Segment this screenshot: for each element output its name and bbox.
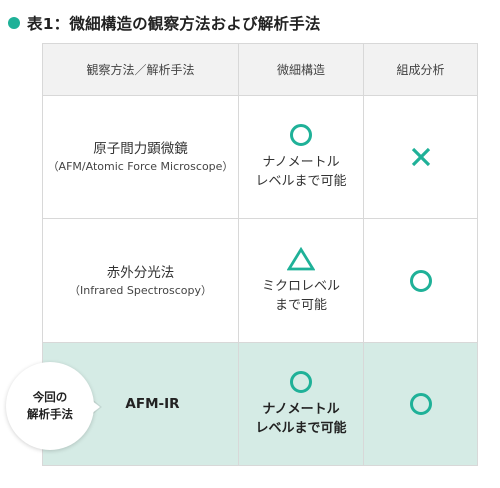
table-row-afmir-structure: ナノメートル レベルまで可能: [239, 343, 364, 466]
header-method-label: 観察方法／解析手法: [86, 63, 195, 77]
structure-desc-line: ミクロレベル: [261, 278, 340, 294]
table-row-ir-method: 赤外分光法 （Infrared Spectroscopy）: [42, 219, 239, 343]
table-row-afm-method: 原子間力顕微鏡 （AFM/Atomic Force Microscope）: [42, 96, 239, 219]
badge-line: 今回の: [32, 390, 68, 404]
table-title: 表1：微細構造の観察方法および解析手法: [27, 15, 321, 33]
structure-desc: ミクロレベル まで可能: [262, 277, 340, 315]
table-row-afm-structure: ナノメートル レベルまで可能: [239, 96, 364, 219]
comparison-table: 観察方法／解析手法 微細構造 組成分析 原子間力顕微鏡 （AFM/Atomic …: [42, 43, 478, 466]
header-structure-label: 微細構造: [276, 63, 325, 77]
method-name: 原子間力顕微鏡: [93, 141, 188, 157]
header-composition-label: 組成分析: [396, 63, 445, 77]
table-row-afm-composition: [364, 96, 478, 219]
header-structure: 微細構造: [239, 43, 364, 96]
structure-desc-line: ナノメートル: [262, 402, 340, 417]
circle-icon: [409, 269, 432, 292]
header-method: 観察方法／解析手法: [42, 43, 239, 96]
structure-desc: ナノメートル レベルまで可能: [255, 400, 346, 438]
structure-desc-line: まで可能: [274, 297, 327, 313]
table-row-afmir-composition: [364, 343, 478, 466]
callout-tail: [91, 400, 100, 414]
bullet-dot-icon: [8, 17, 20, 29]
structure-desc: ナノメートル レベルまで可能: [255, 153, 346, 191]
triangle-icon: [287, 246, 315, 270]
table-row-ir-composition: [364, 219, 478, 343]
table-caption: 表1：微細構造の観察方法および解析手法: [8, 10, 321, 36]
circle-icon: [409, 393, 432, 415]
header-composition: 組成分析: [364, 43, 478, 96]
badge-line: 解析手法: [27, 407, 73, 421]
method-subtitle: （Infrared Spectroscopy）: [69, 283, 212, 297]
structure-desc-line: ナノメートル: [262, 155, 340, 170]
current-method-badge: 今回の 解析手法: [6, 362, 94, 450]
structure-desc-line: レベルまで可能: [255, 174, 347, 189]
circle-icon: [290, 371, 312, 393]
table-row-ir-structure: ミクロレベル まで可能: [239, 219, 364, 343]
cross-icon: [411, 147, 430, 167]
circle-icon: [290, 124, 312, 146]
structure-desc-line: レベルまで可能: [255, 421, 347, 436]
method-name: AFM-IR: [125, 396, 180, 412]
method-subtitle: （AFM/Atomic Force Microscope）: [47, 160, 234, 173]
method-name: 赤外分光法: [106, 264, 175, 281]
